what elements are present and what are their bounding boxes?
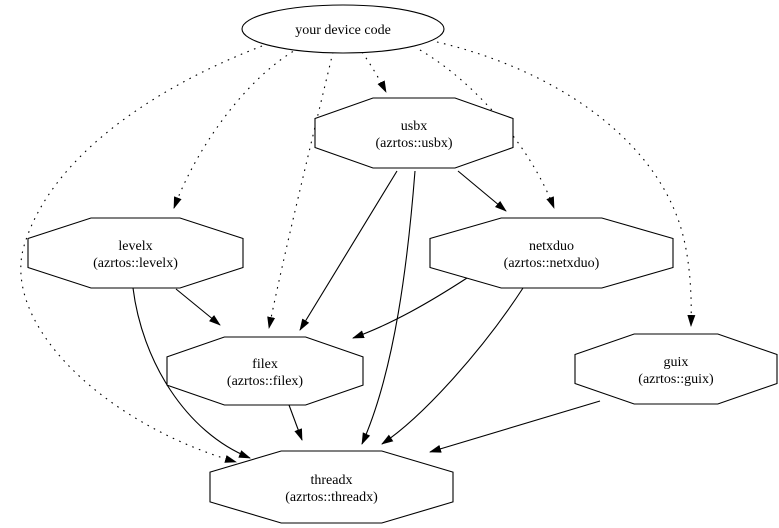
edge-netxduo-filex: [352, 277, 468, 339]
node-netxduo: netxduo (azrtos::netxduo): [429, 217, 674, 289]
node-label: your device code: [295, 23, 391, 38]
node-label: levelx: [118, 239, 152, 254]
node-sublabel: (azrtos::usbx): [376, 136, 453, 151]
octagon-shape: [166, 336, 364, 406]
node-label: netxduo: [529, 239, 574, 254]
node-label: threadx: [311, 473, 353, 488]
node-label: usbx: [401, 119, 427, 134]
edge-device-usbx: [361, 51, 387, 93]
edge-filex-threadx: [288, 404, 303, 441]
edge-device-levelx: [173, 47, 300, 209]
node-sublabel: (azrtos::filex): [227, 374, 304, 389]
edge-levelx-threadx: [132, 287, 251, 459]
node-sublabel: (azrtos::guix): [638, 372, 714, 387]
edge-netxduo-threadx: [381, 287, 524, 445]
edge-usbx-threadx: [361, 170, 416, 445]
edge-usbx-filex: [299, 170, 398, 331]
edge-device-threadx: [20, 45, 263, 463]
node-levelx: levelx (azrtos::levelx): [27, 217, 244, 289]
ellipse-shape: [241, 4, 445, 54]
node-label: filex: [252, 357, 278, 372]
octagon-shape: [314, 97, 514, 169]
node-usbx: usbx (azrtos::usbx): [314, 97, 514, 169]
node-filex: filex (azrtos::filex): [166, 336, 364, 406]
node-label: guix: [664, 355, 689, 370]
edge-device-filex: [267, 51, 334, 329]
edge-usbx-netxduo: [457, 170, 507, 212]
node-sublabel: (azrtos::levelx): [93, 256, 178, 271]
octagon-shape: [574, 333, 778, 405]
node-threadx: threadx (azrtos::threadx): [209, 450, 454, 524]
node-sublabel: (azrtos::netxduo): [504, 256, 600, 271]
octagon-shape: [209, 450, 454, 524]
node-guix: guix (azrtos::guix): [574, 333, 778, 405]
octagon-shape: [429, 217, 674, 289]
edge-levelx-filex: [175, 288, 221, 326]
edge-guix-threadx: [429, 400, 601, 453]
node-your-device-code: your device code: [241, 4, 445, 54]
octagon-shape: [27, 217, 244, 289]
node-sublabel: (azrtos::threadx): [285, 490, 378, 505]
